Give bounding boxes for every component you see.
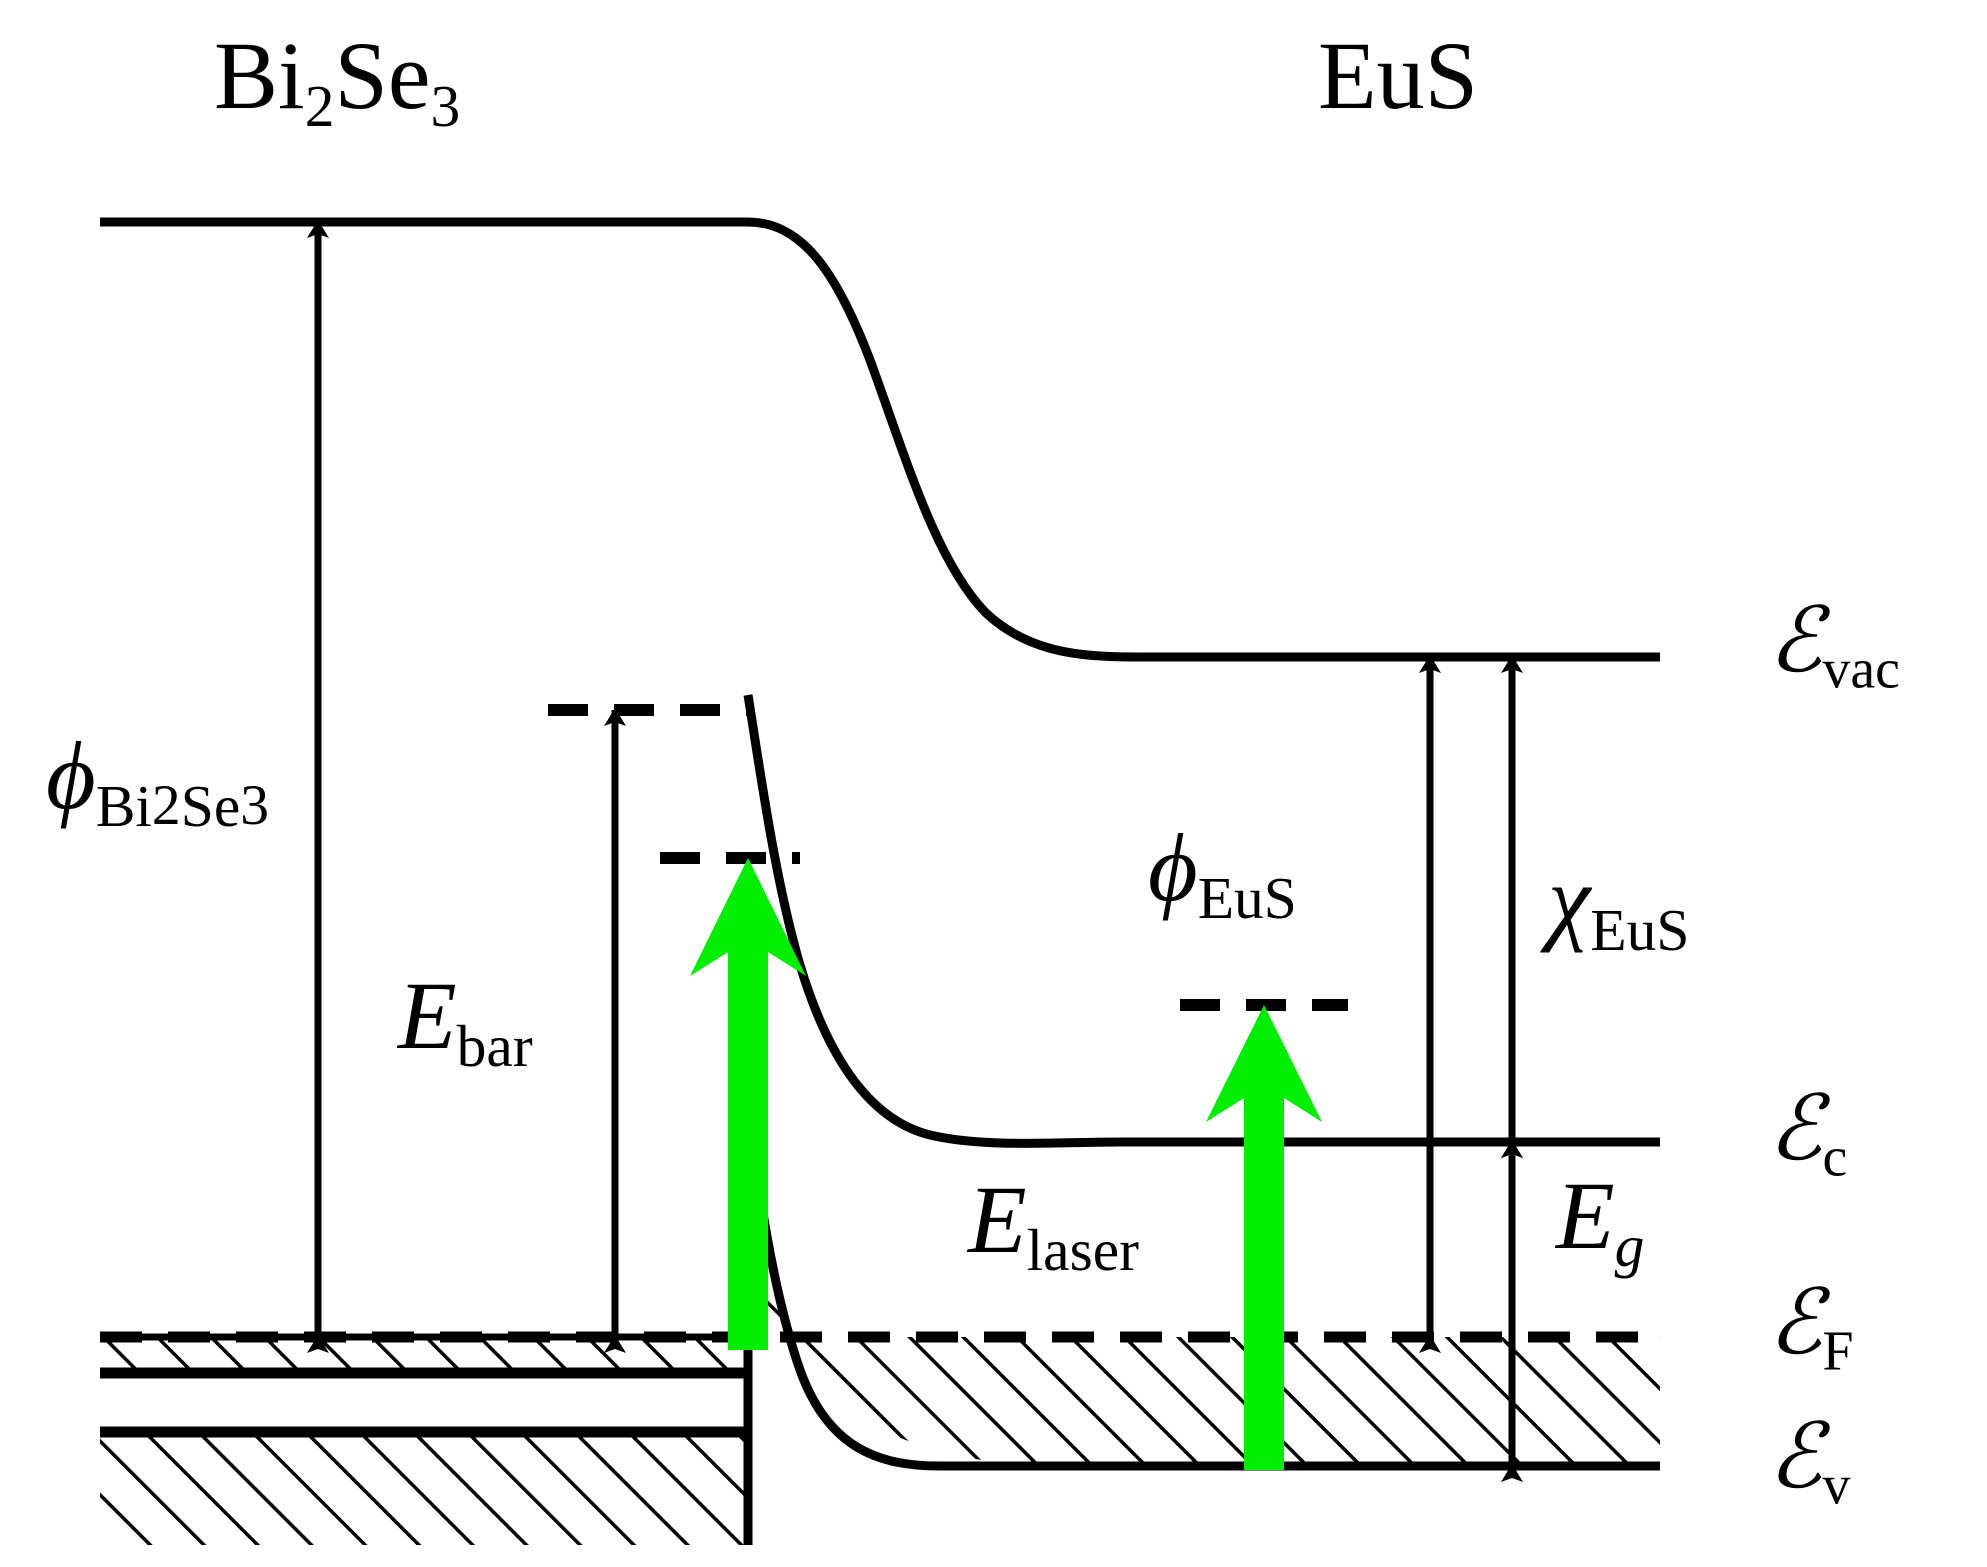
label-phi-eus: ϕEuS [1148, 814, 1297, 931]
label-e-vac: ℰvac [1768, 588, 1900, 701]
laser-arrow-left [690, 858, 806, 1350]
label-e-c: ℰc [1768, 1076, 1848, 1189]
label-e-v: ℰv [1768, 1404, 1851, 1517]
bi2se3-valence-hatch [100, 1432, 748, 1545]
bi2se3-conduction-hatch [100, 1337, 748, 1373]
title-right-material: EuS [1318, 22, 1479, 129]
label-e-g: Eg [1556, 1162, 1645, 1279]
label-chi-eus: χEuS [1548, 846, 1690, 963]
vacuum-level-curve [100, 217, 1660, 662]
label-e-f: ℰF [1768, 1270, 1854, 1383]
eus-conduction-band-curve [743, 694, 1660, 1148]
laser-arrow-right [1206, 1005, 1322, 1470]
label-e-laser: Elaser [968, 1166, 1139, 1283]
title-left-material: Bi2Se3 [214, 22, 461, 139]
label-e-bar: Ebar [398, 962, 533, 1079]
label-phi-bi2se3: ϕBi2Se3 [46, 722, 270, 839]
